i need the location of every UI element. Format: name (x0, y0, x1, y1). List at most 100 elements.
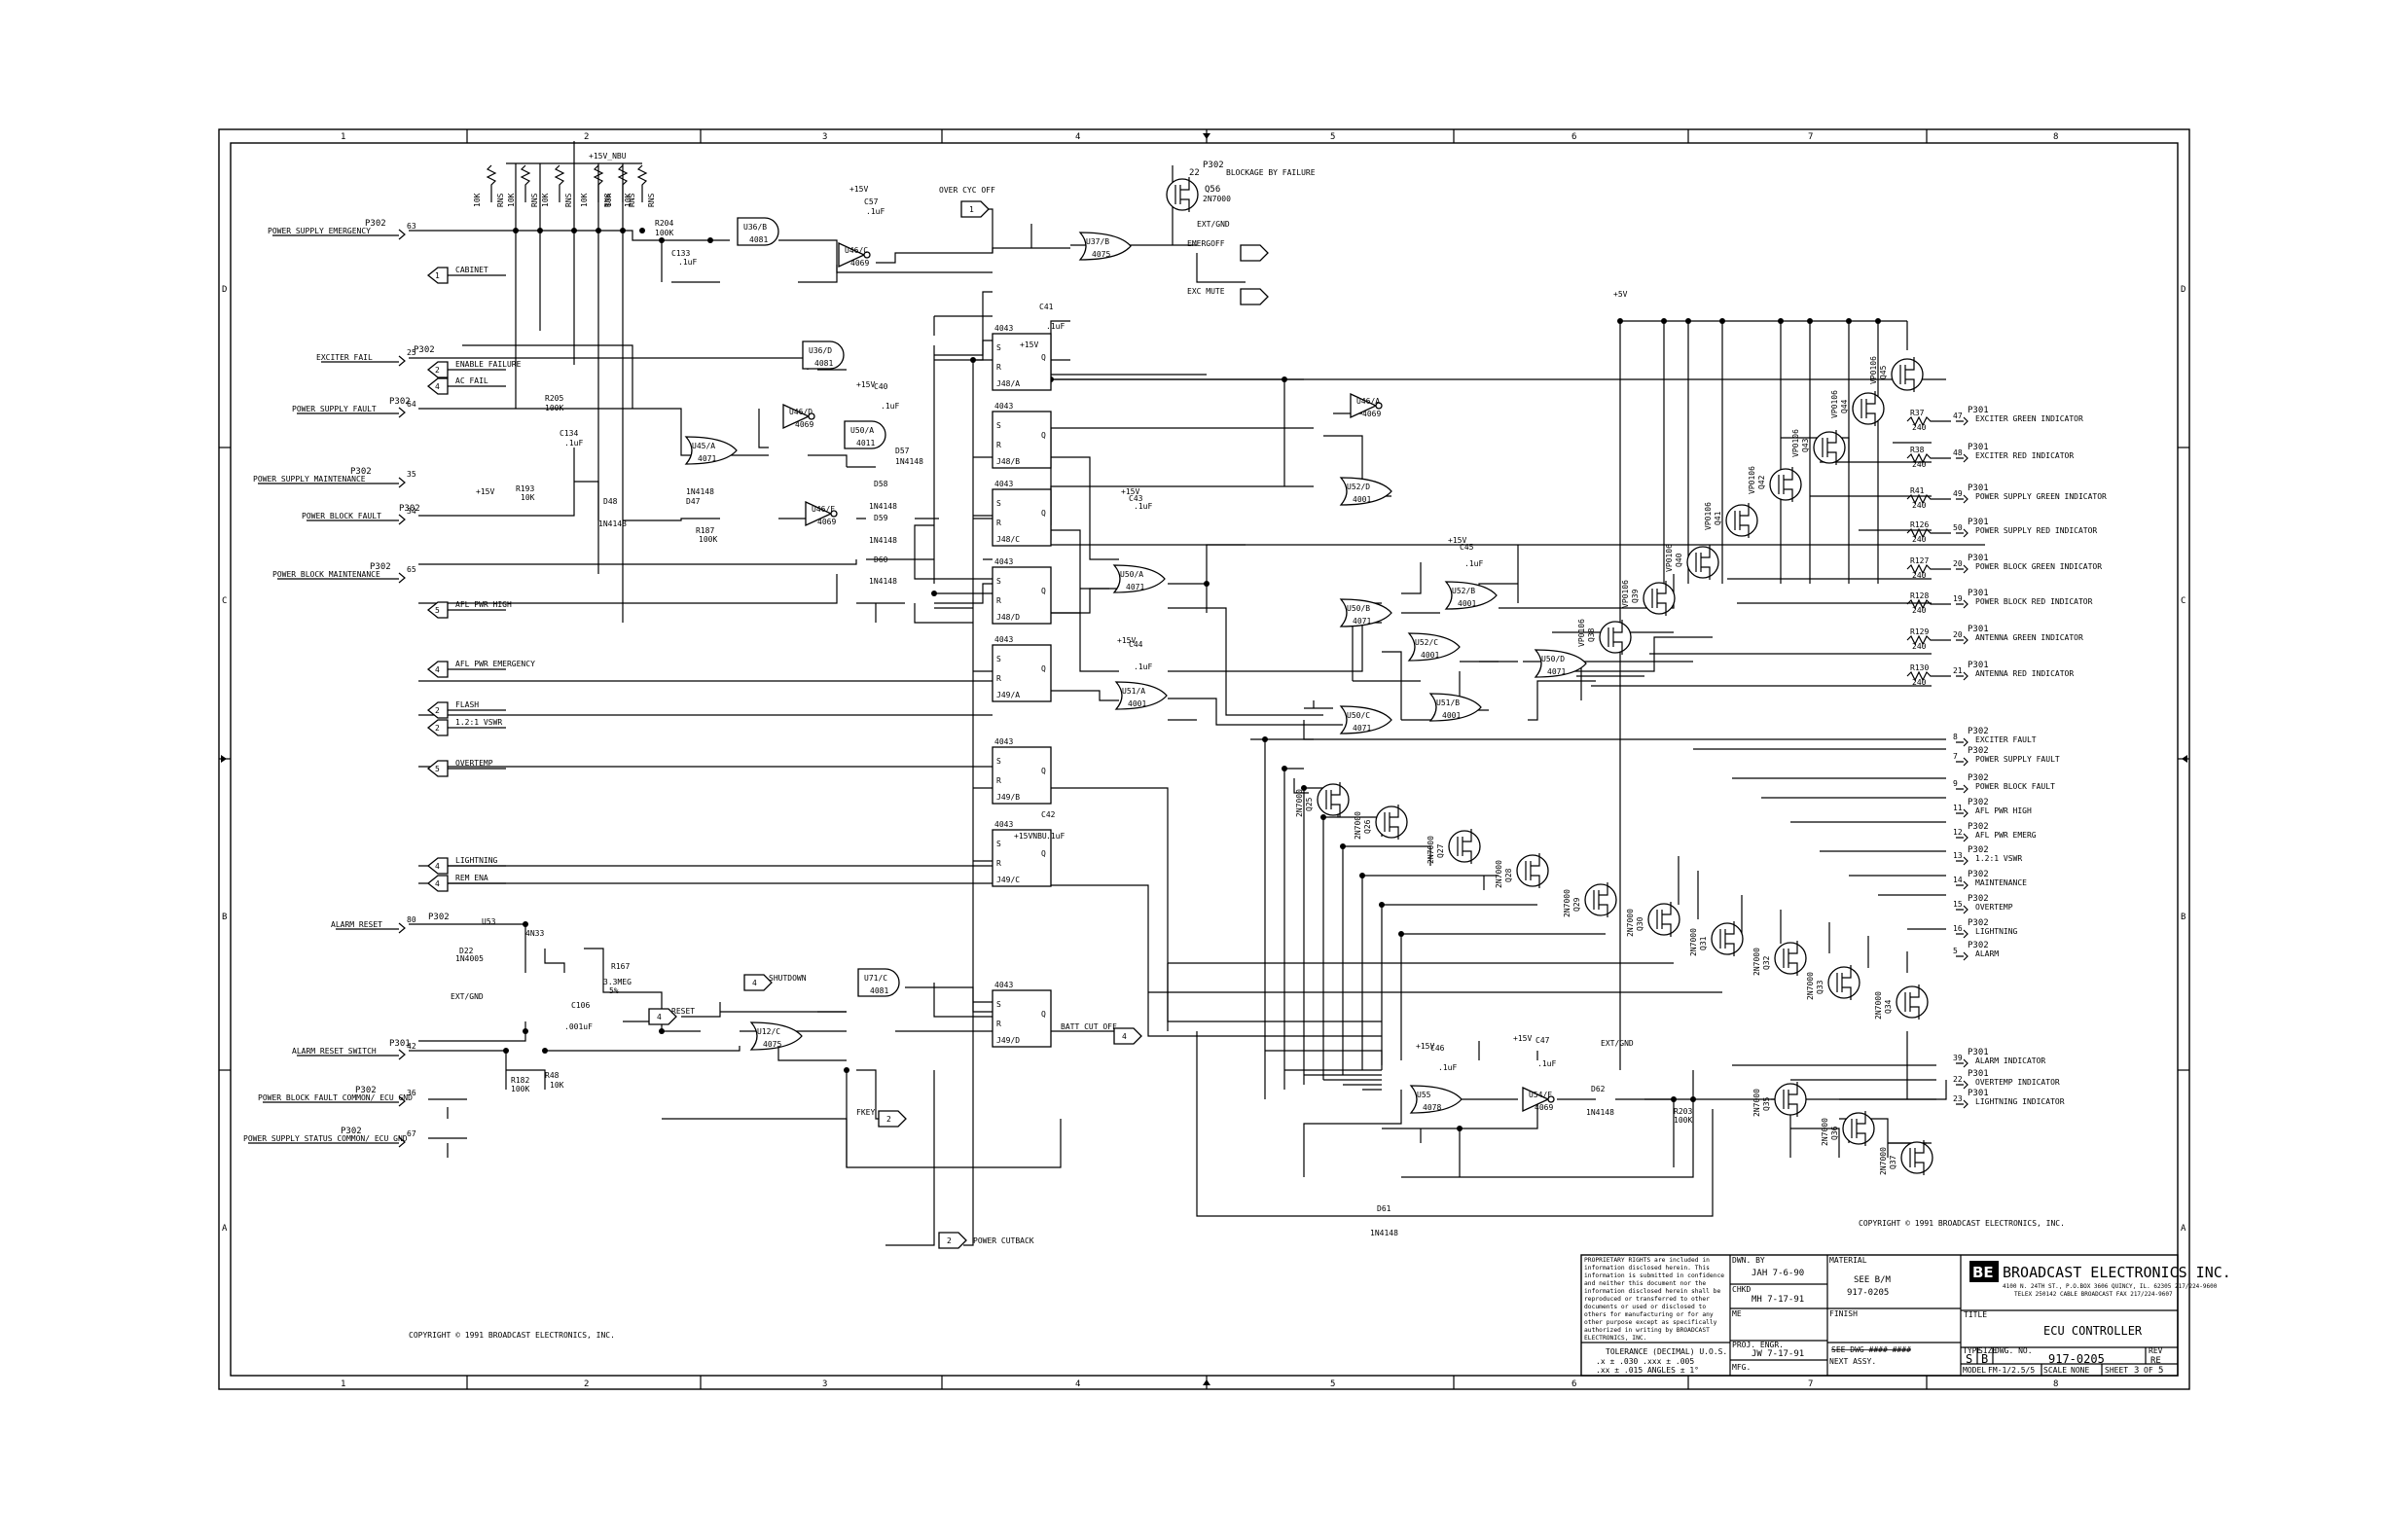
ff-pin-r: R (996, 859, 1001, 868)
title-label: TITLE (1964, 1310, 1987, 1319)
component-r48: R48 (545, 1071, 560, 1080)
gate-ref: U50/A (1120, 570, 1143, 579)
status-label: POWER SUPPLY FAULT (1975, 755, 2060, 764)
ff-pin-r: R (996, 596, 1001, 605)
dwg-no-label: DWG. NO. (1995, 1346, 2033, 1355)
component-d62: D62 (1591, 1085, 1606, 1093)
col-label-top: 5 (1330, 132, 1335, 142)
input-conn-ref: P302 (399, 504, 420, 514)
plus5: +5V (1613, 290, 1628, 299)
svg-text:BE: BE (1972, 1264, 1994, 1281)
col-label-bottom: 6 (1571, 1379, 1576, 1389)
status-q-ref: Q28 (1504, 868, 1513, 882)
gate-type: 4069 (1362, 410, 1381, 418)
input-label: POWER SUPPLY STATUS COMMON/ ECU GND (243, 1134, 408, 1143)
gate-ref: U45/A (692, 442, 715, 450)
ff-ref: J49/D (996, 1036, 1020, 1045)
component-c57v: .1uF (866, 207, 885, 216)
company-name: BROADCAST ELECTRONICS INC. (2003, 1264, 2231, 1281)
gate-ref: U46/C (845, 246, 868, 255)
material-2: 917-0205 (1847, 1288, 1889, 1298)
input-pin: 35 (407, 470, 416, 479)
led-resistor: R37 (1910, 409, 1925, 417)
gate-ref: U50/B (1347, 604, 1370, 613)
component-c133: C133 (671, 249, 690, 258)
ff-ref: J49/A (996, 691, 1020, 699)
component-d59: D59 (874, 514, 888, 522)
component-c106: C106 (571, 1001, 590, 1010)
ff-type: 4043 (994, 635, 1013, 644)
drawing-title: ECU CONTROLLER (2043, 1324, 2143, 1338)
row-label-right: D (2181, 285, 2185, 295)
status-q-type: 2N7000 (1495, 860, 1503, 888)
status-q-ref: Q33 (1816, 980, 1824, 994)
input-pin: 34 (407, 507, 416, 516)
status-conn: P302 (1968, 727, 1989, 736)
offsheet-arrow (960, 200, 990, 218)
copyright-right: COPYRIGHT © 1991 BROADCAST ELECTRONICS, … (1859, 1219, 2065, 1228)
component-c46v: .1uF (1438, 1063, 1457, 1072)
plus15-h: +15V (1416, 1042, 1434, 1051)
component-r205v: 100K (545, 404, 563, 412)
scale-label: SCALE (2043, 1366, 2067, 1375)
led-pin: 47 (1953, 412, 1963, 420)
status-label: POWER BLOCK FAULT (1975, 782, 2055, 791)
led-pin: 48 (1953, 448, 1963, 457)
scale-value: NONE (2071, 1366, 2089, 1375)
led-resistor-value: 240 (1912, 501, 1927, 510)
gate-ref: U46/D (789, 408, 813, 416)
rpack-type: RNS (628, 193, 636, 207)
component-r203: R203 (1674, 1107, 1692, 1116)
input-label: POWER SUPPLY MAINTENANCE (253, 475, 366, 483)
row-label-left: B (222, 913, 227, 922)
led-q-type: VP0106 (1621, 580, 1630, 608)
offsheet-label: OVER CYC OFF (939, 186, 995, 195)
sheet-label: SHEET (2105, 1366, 2128, 1375)
of-label: OF (2144, 1366, 2153, 1375)
ff-pin-r: R (996, 1020, 1001, 1028)
gate-type: 4081 (870, 986, 888, 995)
status-pin: 8 (1953, 733, 1958, 741)
component-r167: R167 (611, 962, 630, 971)
status-pin: 12 (1953, 828, 1963, 837)
rpack-value: 10K (507, 193, 516, 207)
size-label: SIZE (1978, 1346, 1997, 1355)
led-conn: P301 (1968, 443, 1989, 452)
component-d61t: 1N4148 (1370, 1229, 1398, 1237)
led-resistor-value: 240 (1912, 535, 1927, 544)
led-q-ref: Q42 (1757, 475, 1766, 489)
led-label: POWER SUPPLY GREEN INDICATOR (1975, 492, 2107, 501)
ff-type: 4043 (994, 402, 1013, 411)
component-d60: D60 (874, 555, 888, 564)
led-label: POWER SUPPLY RED INDICATOR (1975, 526, 2097, 535)
finish-label: FINISH (1829, 1309, 1858, 1318)
component-c41: C41 (1039, 303, 1054, 311)
offsheet-sheet-no: 1 (435, 271, 440, 280)
gate-type: 4011 (856, 439, 875, 448)
component-c134v: .1uF (564, 439, 583, 448)
led-conn: P301 (1968, 406, 1989, 415)
offsheet-label: POWER CUTBACK (973, 1236, 1034, 1245)
offsheet-label: AFL PWR HIGH (455, 600, 512, 609)
gate-ref: U71/C (864, 974, 887, 983)
rpack-value: 10K (624, 193, 632, 207)
component-d48t: 1N4148 (598, 519, 627, 528)
gate-type: 4071 (1353, 617, 1371, 626)
be-logo: BE (1969, 1261, 1999, 1282)
ff-pin-r: R (996, 363, 1001, 372)
component-c40v: .1uF (881, 402, 899, 411)
mfg-label: MFG. (1732, 1363, 1751, 1372)
component-c43: C43 (1129, 494, 1143, 503)
component-d47: D47 (686, 497, 701, 506)
indicator-pin: 22 (1953, 1075, 1963, 1084)
gate-ref: U46/F (812, 505, 835, 514)
plus15-b: +15V (1020, 340, 1038, 349)
rpack-value: 10K (604, 193, 613, 207)
indicator-q-type: 2N7000 (1821, 1118, 1829, 1146)
status-q-type: 2N7000 (1563, 889, 1571, 917)
led-pin: 20 (1953, 559, 1963, 568)
ff-pin-q: Q (1041, 1010, 1046, 1019)
plus15-e: +15V (1121, 487, 1139, 496)
